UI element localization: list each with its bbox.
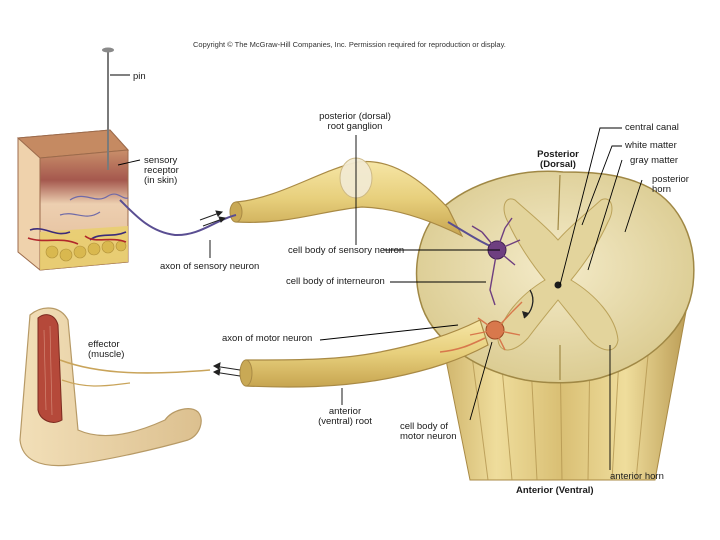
copyright-notice: Copyright © The McGraw-Hill Companies, I… <box>193 40 506 49</box>
arm-effector <box>19 307 211 467</box>
leader-lines <box>110 74 643 470</box>
motor-neuron <box>439 289 534 353</box>
label-anterior-root-line2: (ventral) root <box>318 416 372 427</box>
label-cell-body-interneuron: cell body of interneuron <box>286 276 385 287</box>
label-cell-body-motor-line2: motor neuron <box>400 431 457 442</box>
label-effector-line1: effector <box>88 339 120 350</box>
label-anterior-root: anterior (ventral) root <box>305 407 385 427</box>
label-cell-body-motor-neuron: cell body of motor neuron <box>400 422 457 442</box>
label-posterior-dorsal-line2: (Dorsal) <box>540 159 576 170</box>
label-axon-motor-neuron: axon of motor neuron <box>222 333 313 344</box>
label-posterior-root-ganglion-line1: posterior (dorsal) <box>319 111 391 122</box>
label-central-canal: central canal <box>625 122 679 133</box>
label-posterior-root-ganglion: posterior (dorsal) root ganglion <box>290 112 420 132</box>
label-sensory-receptor-line3: (in skin) <box>144 175 178 186</box>
label-white-matter: white matter <box>625 140 677 151</box>
label-posterior-dorsal: Posterior (Dorsal) <box>528 150 588 170</box>
sensory-fiber <box>119 199 237 237</box>
label-sensory-receptor-line2: receptor <box>144 165 179 176</box>
impulse-arrows-sensory <box>199 210 227 227</box>
label-anterior-root-line1: anterior <box>328 406 362 417</box>
label-sensory-receptor: sensory receptor (in skin) <box>144 156 179 186</box>
posterior-root-nerve <box>229 157 464 238</box>
label-effector-line2: (muscle) <box>88 349 125 360</box>
label-anterior-horn: anterior horn <box>610 471 664 482</box>
label-posterior-horn-line1: posterior <box>652 174 689 185</box>
label-posterior-horn-line2: horn <box>652 184 672 195</box>
impulse-arrows-motor <box>212 362 241 377</box>
label-cell-body-motor-line1: cell body of <box>400 421 449 432</box>
pin <box>102 47 114 170</box>
anterior-root-nerve <box>239 319 489 388</box>
label-posterior-dorsal-line1: Posterior <box>537 149 579 160</box>
skin-block <box>16 129 130 271</box>
label-pin: pin <box>133 71 146 82</box>
label-anterior-ventral: Anterior (Ventral) <box>516 485 594 496</box>
label-axon-sensory-neuron: axon of sensory neuron <box>160 261 260 272</box>
sensory-neuron <box>447 217 521 306</box>
label-sensory-receptor-line1: sensory <box>144 155 178 166</box>
label-gray-matter: gray matter <box>630 155 679 166</box>
central-canal-dot <box>554 281 562 289</box>
label-cell-body-sensory-neuron: cell body of sensory neuron <box>288 245 405 256</box>
label-posterior-root-ganglion-line2: root ganglion <box>327 121 383 132</box>
label-posterior-horn: posterior horn <box>652 175 689 195</box>
label-effector-muscle: effector (muscle) <box>88 340 124 360</box>
